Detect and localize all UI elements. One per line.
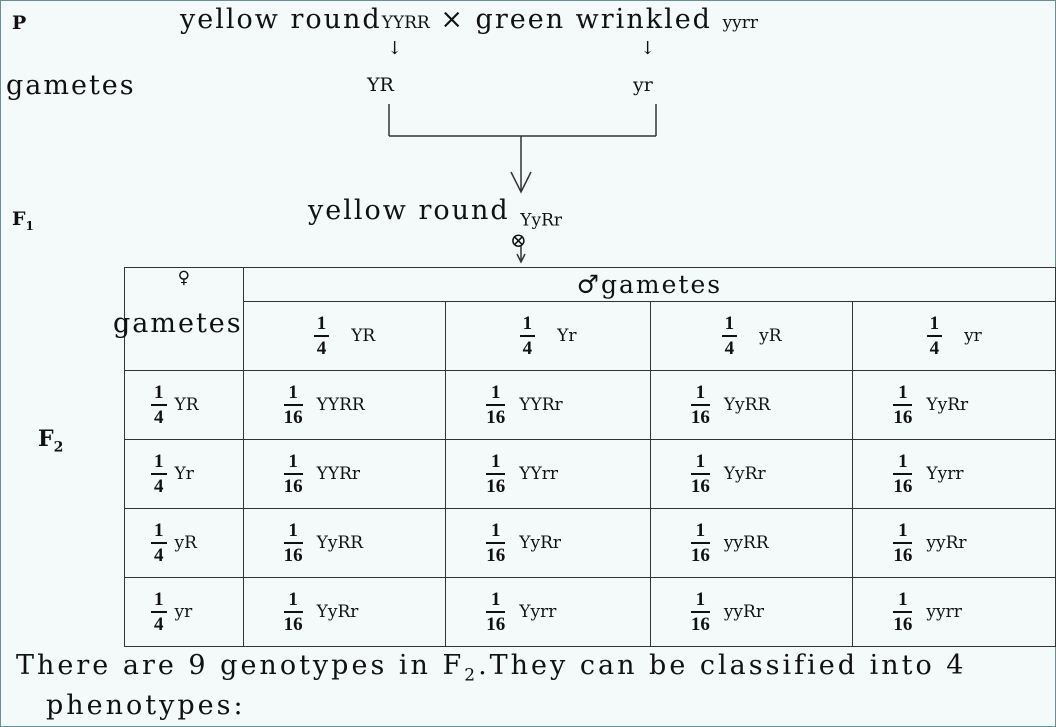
fertilization-connector [388, 104, 657, 264]
cross-symbol: × [440, 4, 465, 35]
f2-label: F2 [38, 426, 64, 456]
footer-line-1: There are 9 genotypes in F2.They can be … [16, 650, 967, 686]
p-label: P [12, 12, 27, 34]
female-gametes-label: gametes [113, 307, 243, 339]
footer-line-2: phenotypes: [46, 690, 246, 721]
f1-offspring: yellow round YyRr [308, 195, 562, 230]
female-icon: ♀ [177, 268, 191, 288]
gametes-label: gametes [6, 70, 136, 101]
female-gametes-label-cell: gametes [113, 301, 244, 371]
self-cross-icon: ⊗ [510, 228, 527, 252]
f1-phenotype: yellow round [308, 195, 510, 226]
f1-genotype: YyRr [520, 210, 563, 231]
parent2-genotype: yyrr [722, 13, 759, 33]
arrow-down-left-icon: ↓ [387, 38, 403, 59]
parent1-phenotype: yellow round [180, 4, 382, 35]
female-symbol-cell: ♀ [124, 267, 244, 302]
arrow-down-right-icon: ↓ [640, 38, 656, 59]
parent1-genotype: YYRR [381, 13, 430, 33]
connector-arrowhead [510, 171, 532, 194]
f1-label: F1 [12, 208, 34, 233]
parent1-gamete: YR [367, 74, 394, 96]
selfing-arrowhead [516, 253, 526, 264]
parent2-phenotype: green wrinkled [475, 4, 712, 35]
male-gametes-header: ♂gametes [242, 267, 1056, 302]
parent2-gamete: yr [633, 74, 653, 96]
parent-cross: yellow roundYYRR × green wrinkled yyrr [180, 4, 758, 35]
